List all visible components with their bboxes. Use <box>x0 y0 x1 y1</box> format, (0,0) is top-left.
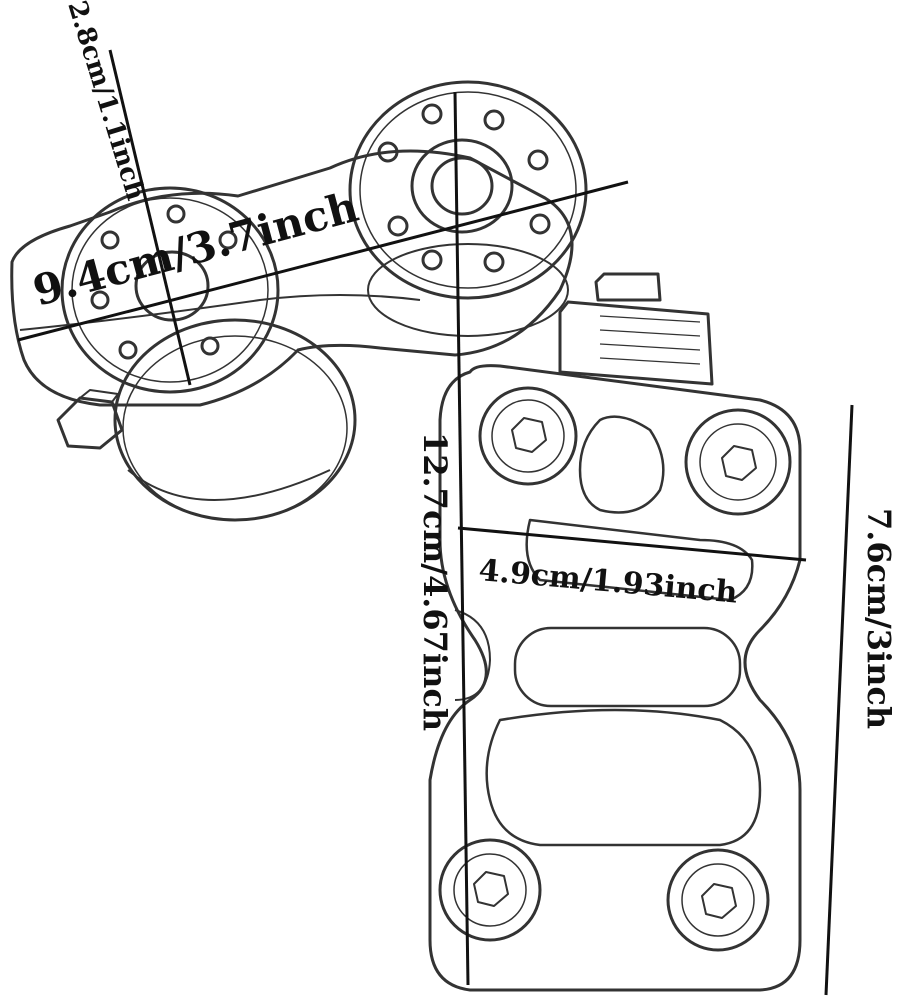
arm-width-line <box>108 49 192 386</box>
lower-pulley-drum <box>113 318 357 522</box>
overall-height-label: 12.7cm/4.67inch <box>416 432 454 731</box>
arm-width-label: 2.8cm/1.1inch <box>61 0 150 204</box>
dimension-lines <box>17 49 854 996</box>
adjuster-knob <box>558 272 714 386</box>
side-bolt <box>56 389 124 450</box>
bracket-sketch <box>10 80 802 992</box>
overall-height-line <box>453 91 470 986</box>
plate-height-label: 7.6cm/3inch <box>860 508 898 729</box>
plate-height-line <box>824 404 854 996</box>
mounting-plate <box>428 364 802 992</box>
left-pivot-disk <box>60 186 280 394</box>
arm-length-line <box>17 180 629 342</box>
upper-pulley <box>348 80 588 337</box>
plate-width-line <box>457 526 807 562</box>
plate-width-label: 4.9cm/1.93inch <box>477 553 739 611</box>
